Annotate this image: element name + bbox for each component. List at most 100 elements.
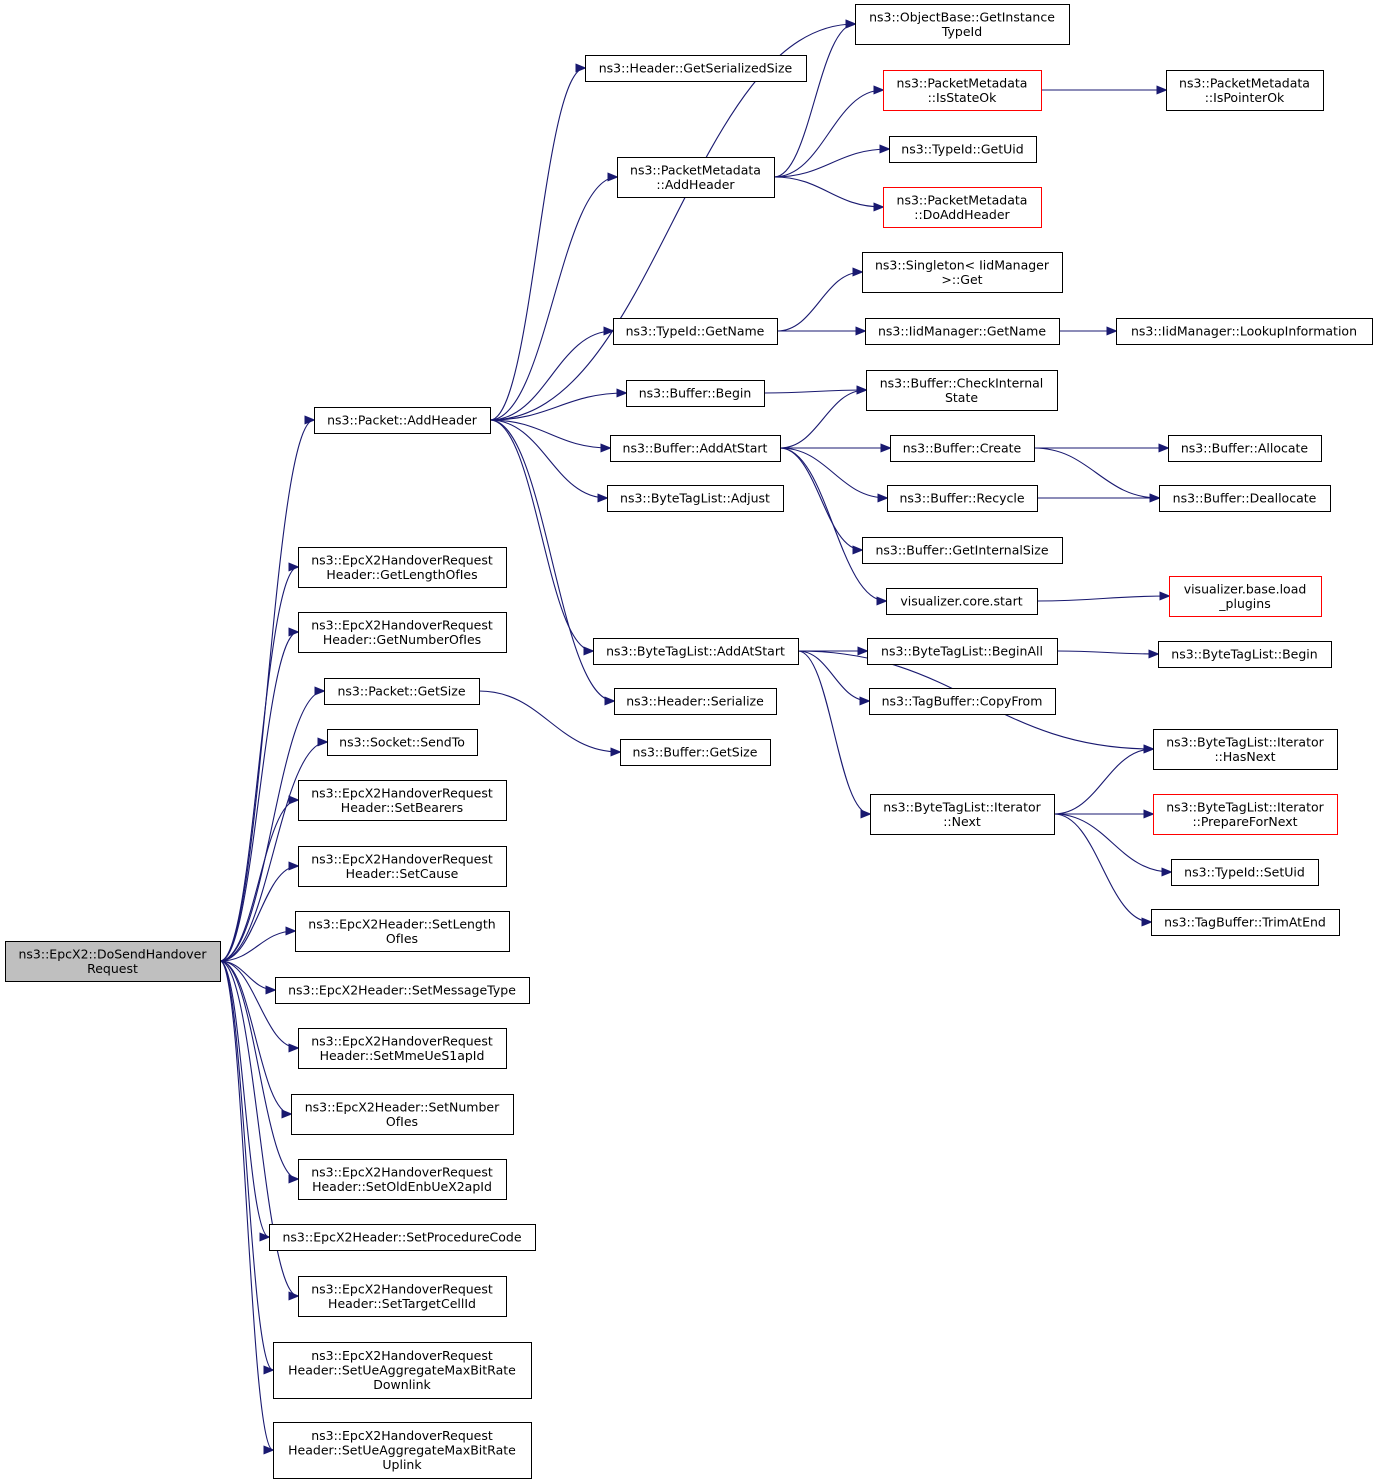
node-label-line: ns3::ByteTagList::Iterator xyxy=(1166,734,1324,749)
node-buffer-allocate[interactable]: ns3::Buffer::Allocate xyxy=(1168,435,1322,462)
node-bytetaglist-begin[interactable]: ns3::ByteTagList::Begin xyxy=(1158,641,1332,668)
node-label-line: ns3::ByteTagList::Begin xyxy=(1171,647,1317,662)
node-set-bearers[interactable]: ns3::EpcX2HandoverRequestHeader::SetBear… xyxy=(298,780,507,821)
node-box xyxy=(1169,576,1322,617)
node-set-procedure-code[interactable]: ns3::EpcX2Header::SetProcedureCode xyxy=(269,1224,536,1251)
node-set-message-type[interactable]: ns3::EpcX2Header::SetMessageType xyxy=(275,977,530,1004)
edge-arrow xyxy=(773,24,855,178)
node-buffer-get-internal-size[interactable]: ns3::Buffer::GetInternalSize xyxy=(862,537,1063,564)
node-set-target-cell-id[interactable]: ns3::EpcX2HandoverRequestHeader::SetTarg… xyxy=(298,1276,507,1317)
node-buffer-recycle[interactable]: ns3::Buffer::Recycle xyxy=(887,485,1038,512)
node-label-line: State xyxy=(945,390,978,405)
node-buffer-getsize[interactable]: ns3::Buffer::GetSize xyxy=(620,739,771,766)
node-visualizer-core-start[interactable]: visualizer.core.start xyxy=(886,588,1038,615)
node-label-line: ns3::EpcX2HandoverRequest xyxy=(311,1281,493,1296)
node-bytetaglist-iterator-hasnext[interactable]: ns3::ByteTagList::Iterator::HasNext xyxy=(1153,729,1338,770)
node-get-length-of-ies[interactable]: ns3::EpcX2HandoverRequestHeader::GetLeng… xyxy=(298,547,507,588)
node-box xyxy=(1171,859,1319,886)
node-box xyxy=(298,1028,507,1069)
node-box xyxy=(298,780,507,821)
node-tagbuffer-copyfrom[interactable]: ns3::TagBuffer::CopyFrom xyxy=(869,688,1056,715)
edge-root-to-get-number-of-ies xyxy=(219,632,298,962)
node-typeid-getuid[interactable]: ns3::TypeId::GetUid xyxy=(889,136,1037,163)
node-header-get-serialized-size[interactable]: ns3::Header::GetSerializedSize xyxy=(585,55,807,82)
node-label-line: ns3::EpcX2HandoverRequest xyxy=(311,1164,493,1179)
edge-packet-addheader-to-packet-metadata-add-header xyxy=(489,177,617,421)
node-set-ue-agg-downlink[interactable]: ns3::EpcX2HandoverRequestHeader::SetUeAg… xyxy=(273,1342,532,1399)
node-label-line: ns3::Buffer::GetInternalSize xyxy=(875,543,1048,558)
node-typeid-setuid[interactable]: ns3::TypeId::SetUid xyxy=(1171,859,1319,886)
edge-packet-addheader-to-header-serialize xyxy=(489,419,614,701)
node-box xyxy=(1153,729,1338,770)
node-packet-metadata-do-add-header[interactable]: ns3::PacketMetadata::DoAddHeader xyxy=(883,187,1042,228)
node-packet-metadata-is-state-ok[interactable]: ns3::PacketMetadata::IsStateOk xyxy=(883,70,1042,111)
node-label-line: visualizer.core.start xyxy=(900,594,1022,609)
node-packet-metadata-add-header[interactable]: ns3::PacketMetadata::AddHeader xyxy=(617,157,775,198)
edge-arrow xyxy=(763,390,866,393)
node-box xyxy=(883,187,1042,228)
node-typeid-getname[interactable]: ns3::TypeId::GetName xyxy=(613,318,778,345)
node-set-ue-agg-uplink[interactable]: ns3::EpcX2HandoverRequestHeader::SetUeAg… xyxy=(273,1422,532,1479)
node-packet-metadata-is-pointer-ok[interactable]: ns3::PacketMetadata::IsPointerOk xyxy=(1166,70,1324,111)
node-iidmanager-getname[interactable]: ns3::IidManager::GetName xyxy=(865,318,1060,345)
node-label-line: Downlink xyxy=(373,1377,431,1392)
node-label-line: ns3::IidManager::LookupInformation xyxy=(1131,324,1357,339)
node-set-cause[interactable]: ns3::EpcX2HandoverRequestHeader::SetCaus… xyxy=(298,846,507,887)
node-singleton-get[interactable]: ns3::Singleton< IidManager>::Get xyxy=(862,252,1063,293)
node-label-line: ns3::Buffer::Deallocate xyxy=(1173,491,1317,506)
edge-arrow xyxy=(489,331,613,421)
edge-root-to-set-number-of-ies xyxy=(219,960,291,1114)
node-visualizer-base-load-plugins[interactable]: visualizer.base.load_plugins xyxy=(1169,576,1322,617)
node-box xyxy=(327,729,478,756)
node-box xyxy=(269,1224,536,1251)
node-box xyxy=(291,1094,514,1135)
node-label-line: ns3::PacketMetadata xyxy=(897,192,1028,207)
node-box xyxy=(870,794,1055,835)
node-label-line: ns3::TypeId::SetUid xyxy=(1184,865,1305,880)
node-buffer-begin[interactable]: ns3::Buffer::Begin xyxy=(626,380,765,407)
node-bytetaglist-adjust[interactable]: ns3::ByteTagList::Adjust xyxy=(607,485,784,512)
node-bytetaglist-iterator-next[interactable]: ns3::ByteTagList::Iterator::Next xyxy=(870,794,1055,835)
node-label-line: ns3::EpcX2Header::SetMessageType xyxy=(288,983,516,998)
node-socket-sendto[interactable]: ns3::Socket::SendTo xyxy=(327,729,478,756)
node-buffer-deallocate[interactable]: ns3::Buffer::Deallocate xyxy=(1159,485,1331,512)
node-packet-addheader[interactable]: ns3::Packet::AddHeader xyxy=(314,407,491,434)
node-iidmanager-lookup-information[interactable]: ns3::IidManager::LookupInformation xyxy=(1116,318,1373,345)
node-buffer-add-at-start[interactable]: ns3::Buffer::AddAtStart xyxy=(610,435,781,462)
edge-arrow xyxy=(489,419,614,701)
node-bytetaglist-add-at-start[interactable]: ns3::ByteTagList::AddAtStart xyxy=(593,638,799,665)
node-bytetaglist-iterator-prepare-for-next[interactable]: ns3::ByteTagList::Iterator::PrepareForNe… xyxy=(1153,794,1338,835)
node-label-line: ns3::Buffer::Create xyxy=(903,441,1022,456)
edge-arrow xyxy=(1053,813,1171,872)
node-buffer-create[interactable]: ns3::Buffer::Create xyxy=(890,435,1035,462)
edge-packet-addheader-to-typeid-getname xyxy=(489,331,613,421)
node-tagbuffer-trim-at-end[interactable]: ns3::TagBuffer::TrimAtEnd xyxy=(1151,909,1340,936)
node-header-serialize[interactable]: ns3::Header::Serialize xyxy=(614,688,777,715)
edge-packet-addheader-to-bytetaglist-add-at-start xyxy=(489,419,593,651)
edge-bytetaglist-add-at-start-to-bytetaglist-iterator-next xyxy=(797,650,870,814)
node-box xyxy=(869,688,1056,715)
edge-packet-metadata-add-header-to-packet-metadata-do-add-header xyxy=(773,176,883,207)
node-packet-getsize[interactable]: ns3::Packet::GetSize xyxy=(324,678,480,705)
edge-arrow xyxy=(779,447,886,601)
node-box xyxy=(1159,485,1331,512)
node-set-old-enb-ue-x2ap-id[interactable]: ns3::EpcX2HandoverRequestHeader::SetOldE… xyxy=(298,1159,507,1200)
edge-bytetaglist-iterator-next-to-bytetaglist-iterator-hasnext xyxy=(1053,749,1153,815)
edge-arrow xyxy=(489,393,626,421)
node-get-number-of-ies[interactable]: ns3::EpcX2HandoverRequestHeader::GetNumb… xyxy=(298,612,507,653)
edge-arrow xyxy=(219,960,298,1179)
edge-arrow xyxy=(489,177,617,421)
node-box xyxy=(1151,909,1340,936)
node-label-line: ns3::EpcX2Header::SetProcedureCode xyxy=(282,1230,521,1245)
node-label-line: OfIes xyxy=(386,931,418,946)
node-set-mme-ue-s1ap-id[interactable]: ns3::EpcX2HandoverRequestHeader::SetMmeU… xyxy=(298,1028,507,1069)
edge-buffer-add-at-start-to-visualizer-core-start xyxy=(779,447,886,601)
edge-packet-addheader-to-objectbase-get-instance-typeid xyxy=(489,24,855,421)
node-box xyxy=(862,252,1063,293)
node-bytetaglist-begin-all[interactable]: ns3::ByteTagList::BeginAll xyxy=(867,638,1058,665)
